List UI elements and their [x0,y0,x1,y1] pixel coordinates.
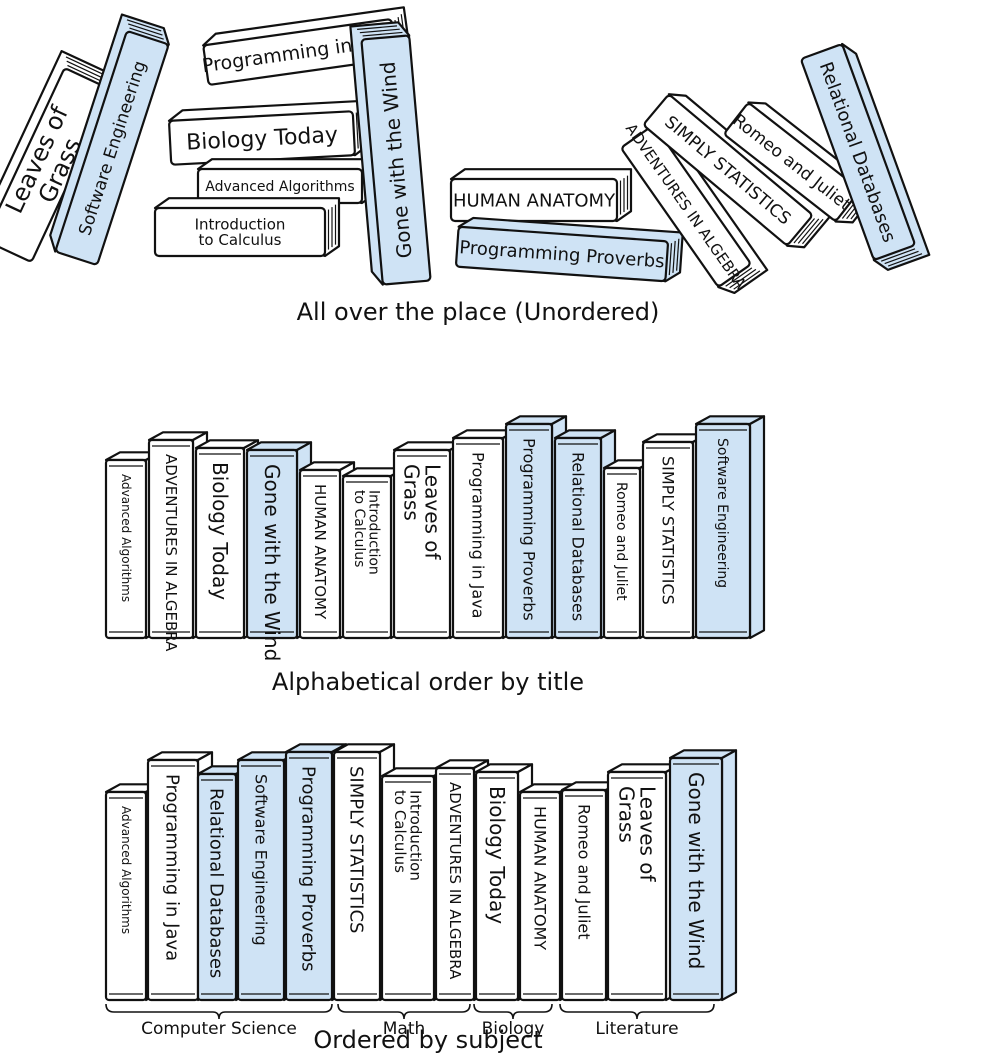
section2-spine-title: Introductionto Calculus [351,490,382,575]
caption-by-subject: Ordered by subject [313,1026,542,1054]
pile-book-human-anatomy: HUMAN ANATOMY [449,168,633,223]
subject-group-brackets: Computer Science Math Biology Literature [105,1003,715,1039]
caption-unordered: All over the place (Unordered) [297,298,660,326]
pile-book-advanced-algorithms: Advanced Algorithms [196,158,378,205]
group-label-computer-science: Computer Science [141,1019,297,1039]
pile-spine-title: HUMAN ANATOMY [453,190,616,211]
section2-book-adventures-in-algebra: ADVENTURES IN ALGEBRA [147,431,209,652]
section3-spine-title: Software Engineering [251,774,270,946]
section2-spine-title: Romeo and Juliet [613,482,629,601]
section2-spine-title: Programming Proverbs [519,438,538,621]
group-bracket-literature: Literature [559,1003,715,1039]
section3-spine-title: SIMPLY STATISTICS [346,766,367,933]
section3-spine-title: Introductionto Calculus [391,790,425,881]
section3-spine-title: Programming Proverbs [298,766,319,972]
section2-spine-title: Software Engineering [714,438,730,588]
section2-spine-title: Biology Today [208,462,232,600]
section3-spine-title: Programming in Java [162,774,183,961]
section3-spine-title: ADVENTURES IN ALGEBRA [446,782,464,980]
section3-spine-title: Romeo and Juliet [574,804,593,940]
group-bracket-biology: Biology [473,1003,553,1039]
section2-spine-title: HUMAN ANATOMY [311,484,329,620]
section3-spine-title: Leaves ofGrass [615,786,660,883]
section3-book-gone-with-the-wind: Gone with the Wind [668,749,738,1002]
group-label-biology: Biology [482,1019,545,1039]
section2-book-software-engineering: Software Engineering [694,415,766,640]
pile-book-programming-proverbs: Programming Proverbs [455,216,684,283]
section2-spine-title: Advanced Algorithms [119,474,133,602]
section3-spine-title: Relational Databases [206,788,227,978]
section3-spine-title: Advanced Algorithms [119,806,133,934]
pile-book-gone-with-the-wind: Gone with the Wind [349,21,432,286]
pile-book-biology-today: Biology Today [167,99,370,166]
subject-shelf: Advanced Algorithms Programming in Java Re… [104,743,738,1002]
section3-spine-title: Biology Today [485,786,509,924]
section2-spine-title: ADVENTURES IN ALGEBRA [162,454,180,652]
section2-spine-title: Relational Databases [568,452,587,621]
group-label-literature: Literature [595,1019,678,1039]
pile-spine-title: Advanced Algorithms [205,179,354,195]
section2-spine-title: Leaves ofGrass [400,464,445,561]
section3-spine-title: HUMAN ANATOMY [530,806,549,950]
section3-spine-title: Gone with the Wind [684,772,708,969]
section2-spine-title: Gone with the Wind [260,464,284,661]
section2-spine-title: Programming in Java [468,452,487,618]
section2-spine-title: SIMPLY STATISTICS [658,456,677,605]
alphabetical-shelf: Advanced Algorithms ADVENTURES IN ALGEBRA… [104,415,766,661]
group-bracket-math: Math [337,1003,471,1039]
caption-alphabetical: Alphabetical order by title [272,668,584,696]
group-bracket-computer-science: Computer Science [105,1003,333,1039]
group-label-math: Math [383,1019,426,1039]
